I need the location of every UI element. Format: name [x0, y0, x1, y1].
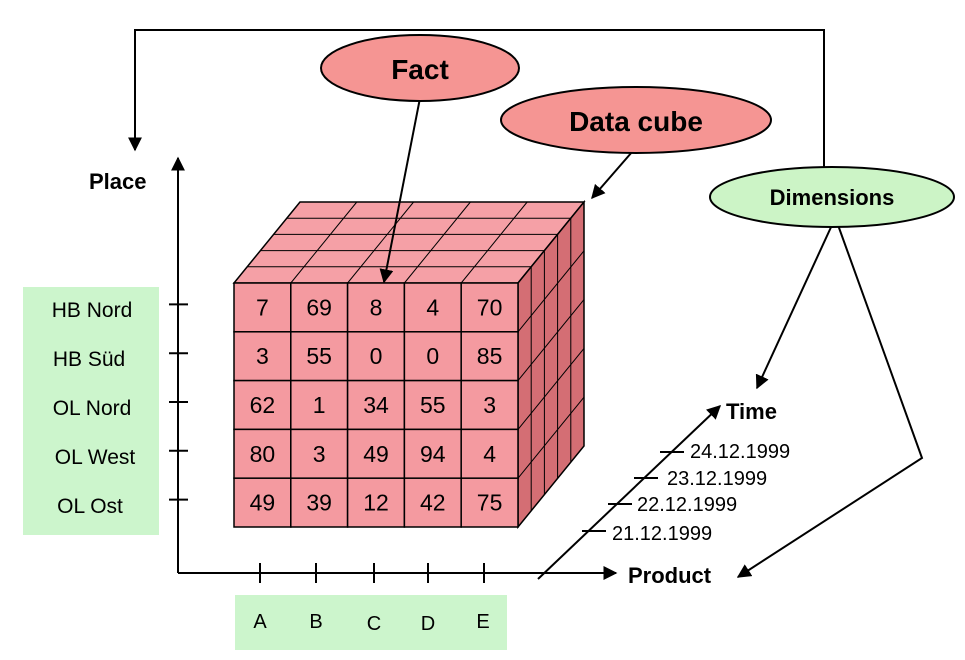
cube-top-face	[232, 201, 586, 284]
data-cube-arrow	[591, 151, 633, 200]
fact-cell	[460, 282, 519, 333]
place-labels-box	[23, 287, 159, 535]
product-label-d: D	[421, 613, 435, 635]
fact-cell-value: 1	[313, 392, 326, 418]
fact-cell-value: 75	[477, 490, 503, 516]
product-ticks	[259, 563, 485, 583]
data-cube-callout	[500, 86, 772, 154]
cube-side-gridline	[517, 250, 585, 333]
fact-cell-value: 49	[363, 441, 389, 467]
dimensions-callout-label: Dimensions	[770, 185, 895, 210]
fact-cell-value: 42	[420, 490, 446, 516]
fact-cell	[460, 428, 519, 479]
axis-label-place: Place	[89, 169, 147, 194]
place-label-ol-ost: OL Ost	[57, 495, 123, 518]
date-label-21: 21.12.1999	[612, 523, 712, 545]
cube-side-gridline	[517, 299, 585, 381]
fact-cell-value: 3	[256, 343, 269, 369]
fact-cell-value: 62	[250, 392, 276, 418]
fact-cell	[233, 331, 292, 382]
fact-arrow	[379, 92, 422, 284]
place-label-hb-nord: HB Nord	[52, 299, 133, 322]
product-label-b: B	[309, 611, 322, 633]
fact-cell-value: 80	[250, 441, 276, 467]
data-cube-callout-label: Data cube	[569, 106, 703, 137]
fact-cell	[346, 282, 406, 333]
axis-label-product: Product	[628, 563, 712, 588]
place-label-ol-nord: OL Nord	[53, 397, 132, 420]
fact-cell-value: 7	[256, 294, 269, 320]
date-label-23: 23.12.1999	[667, 468, 767, 490]
fact-callout	[320, 34, 520, 102]
cube-side-gridline	[517, 348, 585, 430]
fact-cell-value: 8	[370, 294, 383, 320]
time-ticks	[582, 451, 684, 532]
dimensions-to-time-arrow	[755, 224, 833, 390]
fact-cell	[233, 477, 292, 528]
fact-cell	[290, 428, 349, 479]
place-label-ol-west: OL West	[55, 446, 136, 469]
dimensions-to-product-arrow	[736, 224, 924, 578]
fact-cell-value: 34	[363, 392, 389, 418]
place-label-hb-sued: HB Süd	[53, 348, 125, 371]
fact-callout-label: Fact	[391, 54, 449, 85]
fact-cell	[460, 331, 519, 382]
cube-front-face: 7 69 8 4 70 3 55 0 0 85 62 1 34 55 3 80 3 49 94 4 49 39 12 42 75	[233, 282, 519, 528]
fact-cell-value: 70	[477, 294, 503, 320]
dimensions-to-place-arrow	[128, 29, 825, 180]
fact-cell-value: 69	[306, 294, 332, 320]
cube-top-gridline	[347, 201, 414, 284]
product-labels-box	[235, 595, 507, 650]
place-ticks	[169, 303, 188, 501]
fact-cell-value: 0	[426, 343, 439, 369]
fact-cell-value: 85	[477, 343, 503, 369]
time-axis	[537, 405, 722, 580]
fact-cell	[290, 477, 349, 528]
date-label-24: 24.12.1999	[690, 441, 790, 463]
product-label-e: E	[476, 611, 489, 633]
fact-cell	[403, 331, 462, 382]
dimensions-callout	[709, 166, 955, 228]
fact-cell-value: 94	[420, 441, 446, 467]
fact-cell	[233, 282, 292, 333]
fact-cell-value: 12	[363, 490, 389, 516]
date-label-22: 22.12.1999	[637, 494, 737, 516]
cube-top-gridline	[460, 201, 528, 284]
fact-cell	[233, 428, 292, 479]
fact-cell	[403, 379, 462, 431]
product-label-a: A	[253, 611, 267, 633]
fact-cell-value: 3	[313, 441, 326, 467]
fact-cell-value: 0	[370, 343, 383, 369]
fact-cell	[233, 379, 292, 431]
fact-cell	[460, 477, 519, 528]
fact-cell-value: 39	[306, 490, 332, 516]
fact-cell-value: 55	[420, 392, 446, 418]
fact-cell	[346, 477, 406, 528]
cube-side-face	[517, 199, 585, 530]
fact-cell	[403, 477, 462, 528]
cube-top-gridline	[290, 201, 358, 284]
axis-label-time: Time	[726, 399, 777, 424]
fact-cell-value: 4	[426, 294, 439, 320]
fact-cell-value: 49	[250, 490, 276, 516]
product-label-c: C	[367, 613, 381, 635]
fact-cell	[290, 282, 349, 333]
cube-top-gridline	[404, 201, 471, 284]
fact-cell-value: 3	[483, 392, 496, 418]
cube-side-gridline	[517, 396, 585, 479]
fact-cell-value: 55	[306, 343, 332, 369]
fact-cell-value: 4	[483, 441, 496, 467]
